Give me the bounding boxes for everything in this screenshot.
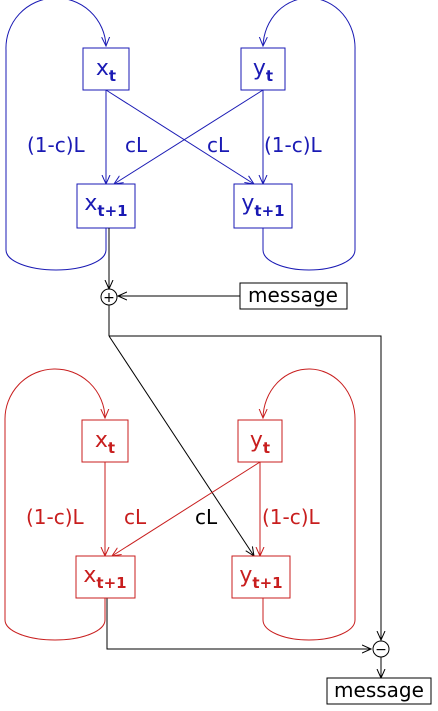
top-graph: xt yt xt+1 yt+1 (1-c)L cL cL (1-c)L	[5, 0, 356, 271]
top-node-y-t1-box	[233, 183, 293, 229]
bottom-edge-yx	[112, 461, 261, 556]
top-label-xy: cL	[125, 133, 148, 157]
top-label-yx: cL	[207, 133, 230, 157]
message-out-box	[326, 677, 432, 705]
bottom-node-y-t1-box	[231, 555, 291, 599]
bottom-node-y-t1: yt+1	[239, 563, 282, 592]
top-left-loop	[5, 0, 106, 271]
top-label-xx: (1-c)L	[27, 133, 86, 157]
bottom-node-y-t: yt	[250, 428, 270, 457]
top-node-y-t: yt	[253, 56, 273, 85]
top-node-y-t-box	[240, 47, 286, 91]
top-edge-yx	[114, 89, 264, 184]
top-right-loop	[263, 0, 356, 271]
top-node-x-t1-box	[76, 183, 136, 229]
bottom-label-yx: cL	[124, 505, 147, 529]
cross-label: cL	[195, 505, 218, 529]
top-node-y-t1: yt+1	[241, 191, 284, 220]
top-edge-xy	[105, 89, 254, 184]
plus-to-minus-path	[109, 335, 381, 640]
message-in-box	[239, 282, 348, 310]
top-label-yy: (1-c)L	[264, 133, 323, 157]
message-out-label: message	[334, 678, 424, 702]
bottom-graph: xt yt xt+1 yt+1 (1-c)L cL (1-c)L	[4, 368, 356, 641]
bottom-label-xx: (1-c)L	[26, 505, 85, 529]
bottom-left-loop	[4, 368, 105, 641]
message-flow: + message − message cL	[100, 228, 432, 705]
plus-to-y-line	[108, 335, 254, 556]
bottom-node-x-t1-box	[75, 555, 136, 599]
minus-symbol: −	[375, 642, 387, 658]
plus-symbol: +	[103, 290, 115, 306]
top-node-x-t: xt	[96, 56, 116, 85]
bottom-node-x-t1: xt+1	[83, 563, 126, 592]
bottom-node-y-t-box	[237, 419, 283, 463]
bottom-node-x-t: xt	[95, 428, 115, 457]
top-node-x-t-box	[82, 47, 130, 91]
x-to-minus-path	[106, 598, 371, 649]
bottom-label-yy: (1-c)L	[262, 505, 321, 529]
bottom-node-x-t-box	[81, 419, 129, 463]
bottom-right-loop	[263, 368, 356, 641]
message-in-label: message	[248, 283, 338, 307]
top-node-x-t1: xt+1	[84, 191, 127, 220]
